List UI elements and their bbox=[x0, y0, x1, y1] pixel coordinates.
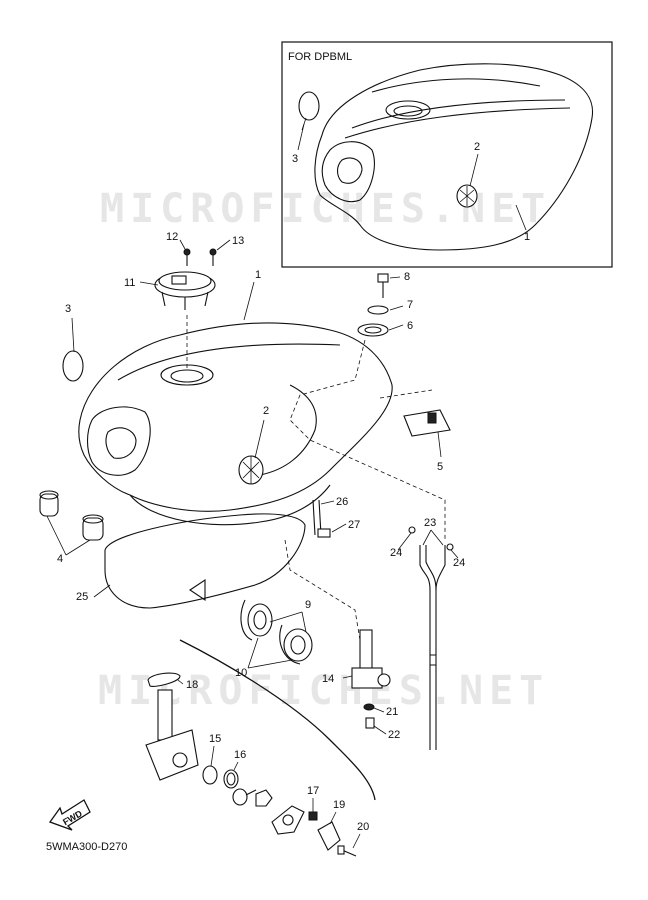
group-line bbox=[179, 639, 376, 801]
callout-27: 27 bbox=[348, 519, 360, 531]
bolt-13 bbox=[209, 248, 217, 266]
filter-18 bbox=[147, 672, 181, 687]
callout-21: 21 bbox=[386, 706, 398, 718]
leader-2 bbox=[254, 419, 265, 459]
callout-22: 22 bbox=[388, 729, 400, 741]
leader-5 bbox=[437, 431, 442, 458]
hose-23 bbox=[419, 545, 446, 750]
callout-1: 1 bbox=[255, 269, 261, 281]
fwd-arrow-icon: FWD bbox=[48, 799, 91, 831]
screw-17 bbox=[308, 811, 318, 821]
callout-13: 13 bbox=[232, 235, 244, 247]
leader-10 bbox=[247, 637, 293, 669]
washer-7 bbox=[367, 305, 389, 315]
leader-27 bbox=[331, 523, 347, 533]
callout-4: 4 bbox=[57, 553, 63, 565]
callout-24-right: 24 bbox=[453, 557, 465, 569]
watermark-top: MICROFICHES.NET bbox=[100, 186, 551, 232]
leader-18 bbox=[177, 679, 184, 685]
leader-13 bbox=[216, 239, 231, 251]
leader-7 bbox=[389, 305, 404, 311]
callout-25: 25 bbox=[76, 591, 88, 603]
callout-24-left: 24 bbox=[390, 547, 402, 559]
callout-20: 20 bbox=[357, 821, 369, 833]
leader-26 bbox=[320, 500, 335, 505]
bolt-12 bbox=[183, 248, 191, 266]
leader-14 bbox=[342, 675, 353, 679]
leader-6 bbox=[388, 324, 404, 331]
leader-11 bbox=[139, 281, 159, 286]
leader-20 bbox=[352, 833, 361, 849]
callout-17: 17 bbox=[307, 785, 319, 797]
bracket-5 bbox=[403, 409, 451, 437]
callout-9: 9 bbox=[305, 599, 311, 611]
leader-21 bbox=[373, 707, 385, 713]
callout-8: 8 bbox=[404, 271, 410, 283]
lever-parts bbox=[232, 788, 305, 835]
leader-16 bbox=[233, 761, 239, 771]
callout-15: 15 bbox=[209, 733, 221, 745]
callout-7: 7 bbox=[407, 299, 413, 311]
diagram-code: 5WMA300-D270 bbox=[46, 841, 127, 853]
gasket-9-10 bbox=[240, 599, 313, 665]
leader-23 bbox=[422, 529, 444, 546]
callout-26: 26 bbox=[336, 496, 348, 508]
callout-16: 16 bbox=[234, 749, 246, 761]
fuel-tank bbox=[78, 322, 393, 526]
leader-22 bbox=[373, 725, 387, 735]
screw-22 bbox=[365, 717, 375, 729]
callout-2: 2 bbox=[263, 405, 269, 417]
knob-19 bbox=[317, 821, 341, 851]
callout-12: 12 bbox=[166, 231, 178, 243]
rubber-seat-25 bbox=[104, 513, 306, 609]
leader-3 bbox=[71, 317, 75, 353]
damper-6 bbox=[357, 323, 389, 337]
leader-25 bbox=[93, 584, 111, 598]
bolt-8 bbox=[377, 273, 389, 298]
leader-12 bbox=[179, 239, 186, 250]
callout-14: 14 bbox=[322, 673, 334, 685]
callout-23: 23 bbox=[424, 517, 436, 529]
fuel-cock-alt bbox=[145, 689, 199, 781]
leader-19 bbox=[329, 811, 337, 825]
inset-callout-1: 1 bbox=[524, 231, 530, 243]
inset-callout-2: 2 bbox=[474, 141, 480, 153]
gasket-3 bbox=[62, 350, 84, 382]
clip-27 bbox=[317, 528, 331, 538]
callout-6: 6 bbox=[407, 320, 413, 332]
clamp-24-right bbox=[446, 543, 454, 551]
callout-5: 5 bbox=[437, 461, 443, 473]
leader-15 bbox=[210, 745, 215, 767]
leader-4 bbox=[46, 515, 91, 556]
washer-15 bbox=[202, 765, 218, 785]
leader-1 bbox=[243, 281, 255, 321]
fuel-cock-14 bbox=[351, 629, 391, 689]
leader-9 bbox=[269, 611, 307, 633]
inset-callout-3: 3 bbox=[292, 153, 298, 165]
leader-24 bbox=[397, 532, 459, 559]
screw-20 bbox=[337, 845, 357, 857]
cap-4 bbox=[39, 490, 104, 541]
washer-21 bbox=[363, 703, 375, 711]
inset-title: FOR DPBML bbox=[288, 51, 352, 63]
inset-box: FOR DPBML 3 2 1 bbox=[281, 41, 613, 268]
callout-3: 3 bbox=[65, 303, 71, 315]
filler-cap-11 bbox=[154, 271, 216, 310]
callout-18: 18 bbox=[186, 679, 198, 691]
callout-10: 10 bbox=[235, 667, 247, 679]
leader-8 bbox=[389, 276, 401, 279]
callout-11: 11 bbox=[124, 277, 135, 289]
callout-19: 19 bbox=[333, 799, 345, 811]
o-ring-16 bbox=[223, 769, 239, 789]
clamp-24-left bbox=[408, 526, 416, 534]
